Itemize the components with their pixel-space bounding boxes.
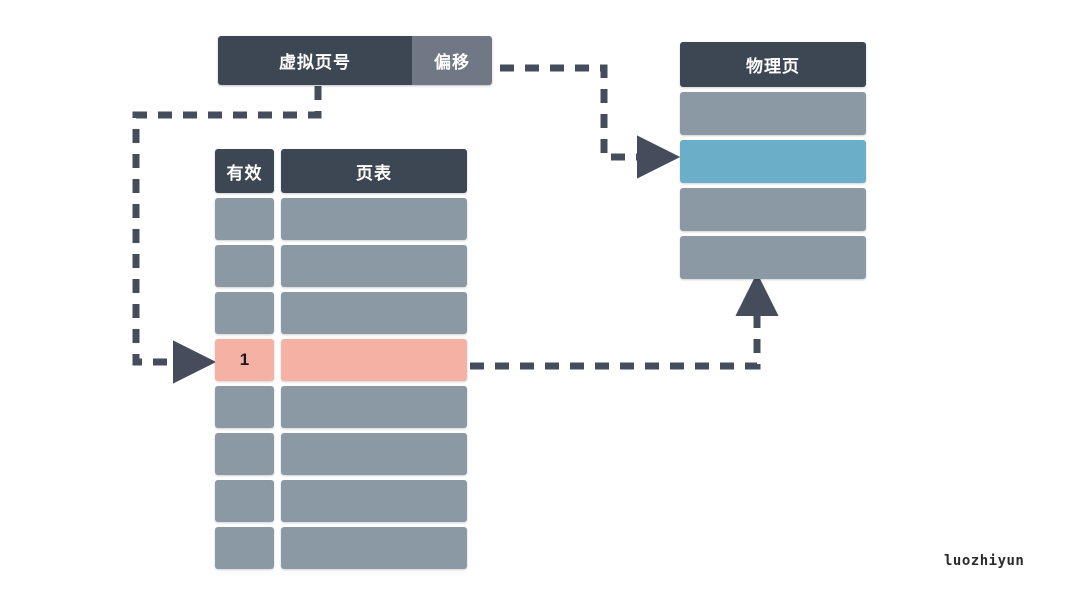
- physical-page-header: 物理页: [680, 42, 866, 87]
- page-table-entry-cell: [281, 245, 467, 287]
- page-table-valid-cell: [215, 480, 274, 522]
- page-table-valid-cell: [215, 386, 274, 428]
- page-table-valid-cell: [215, 433, 274, 475]
- page-table-valid-cell: [215, 292, 274, 334]
- page-table-entry-cell: [281, 292, 467, 334]
- page-table-row[interactable]: 1: [215, 339, 467, 381]
- virtual-page-number-segment: 虚拟页号: [218, 36, 412, 85]
- physical-page-row[interactable]: [680, 188, 866, 231]
- page-table-entry-to-physical-page-arrow: [470, 272, 779, 370]
- offset-to-physical-page-arrow: [500, 64, 681, 179]
- page-table-row[interactable]: [215, 527, 467, 569]
- page-table-entry-cell: [281, 386, 467, 428]
- virtual-address-bar: 虚拟页号 偏移: [218, 36, 492, 85]
- vpn-to-page-table-arrow: [132, 86, 322, 384]
- page-table-valid-cell: [215, 527, 274, 569]
- page-table-valid-cell: [215, 245, 274, 287]
- physical-page-row[interactable]: [680, 92, 866, 135]
- page-table-valid-cell: [215, 198, 274, 240]
- page-table-row[interactable]: [215, 433, 467, 475]
- page-table-entry-cell: [281, 527, 467, 569]
- page-table-rows: 1: [215, 198, 467, 569]
- physical-page-column: 物理页: [680, 42, 866, 284]
- page-table-row[interactable]: [215, 198, 467, 240]
- physical-page-rows: [680, 92, 866, 279]
- page-table-entry-cell: [281, 198, 467, 240]
- page-table-valid-cell: 1: [215, 339, 274, 381]
- page-table-header-entry: 页表: [281, 149, 467, 193]
- page-table-header-row: 有效 页表: [215, 149, 467, 193]
- page-table-header-valid: 有效: [215, 149, 274, 193]
- page-table-row[interactable]: [215, 292, 467, 334]
- page-table: 有效 页表 1: [215, 149, 467, 574]
- physical-page-row[interactable]: [680, 140, 866, 183]
- page-table-entry-cell: [281, 339, 467, 381]
- page-table-row[interactable]: [215, 386, 467, 428]
- offset-segment: 偏移: [412, 36, 492, 85]
- watermark: luozhiyun: [944, 553, 1025, 569]
- physical-page-row[interactable]: [680, 236, 866, 279]
- page-table-entry-cell: [281, 433, 467, 475]
- page-table-row[interactable]: [215, 245, 467, 287]
- page-table-entry-cell: [281, 480, 467, 522]
- page-table-row[interactable]: [215, 480, 467, 522]
